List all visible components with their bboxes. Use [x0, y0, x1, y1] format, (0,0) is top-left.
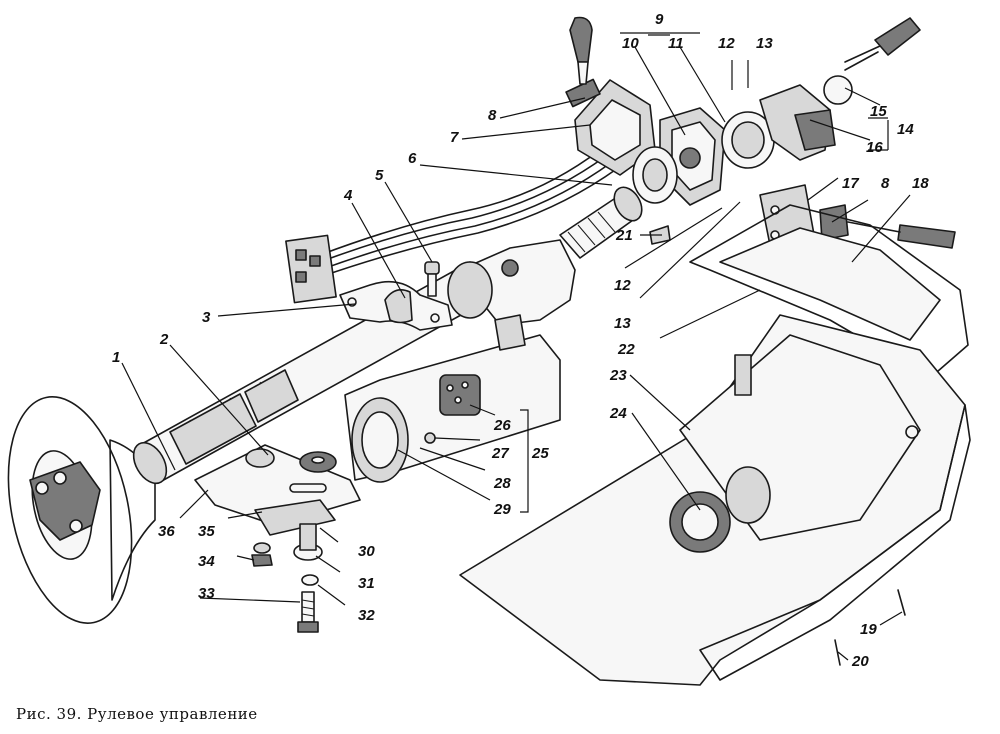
- callout-3: 3: [202, 309, 211, 326]
- steering-flange: [7, 396, 156, 624]
- steering-shaft: [559, 186, 643, 259]
- figure-caption: Рис. 39. Рулевое управление: [16, 705, 258, 723]
- callout-8-right: 8: [881, 175, 890, 192]
- brackets: [520, 32, 889, 513]
- switch-housing: [344, 334, 561, 483]
- callout-32: 32: [358, 607, 375, 624]
- ignition-switch-body: [632, 107, 726, 206]
- callout-15: 15: [870, 103, 887, 120]
- callout-6: 6: [408, 150, 417, 167]
- callout-5: 5: [375, 167, 384, 184]
- callout-22: 22: [617, 341, 635, 358]
- callout-2: 2: [159, 331, 169, 348]
- turn-signal-switch: [565, 16, 656, 176]
- leader-lines: [121, 34, 911, 661]
- reduction-gear: [447, 239, 576, 351]
- callout-34: 34: [198, 553, 215, 570]
- callout-18: 18: [912, 175, 929, 192]
- callout-labels: 1 2 3 4 5 6 7 8 9 10 11 12 13 14 15 16 1…: [112, 11, 929, 670]
- callout-10: 10: [622, 35, 639, 52]
- callout-16: 16: [866, 139, 883, 156]
- callout-8-top: 8: [488, 107, 497, 124]
- clamp-plate: [194, 444, 361, 536]
- callout-36: 36: [158, 523, 175, 540]
- upper-shroud: [689, 204, 969, 379]
- wiring-harness: [285, 149, 619, 304]
- callout-13-top: 13: [756, 35, 773, 52]
- callout-4: 4: [343, 187, 353, 204]
- lock-housing: [721, 17, 921, 169]
- callout-23: 23: [609, 367, 627, 384]
- callout-31: 31: [358, 575, 375, 592]
- callout-14: 14: [897, 121, 914, 138]
- bolt-5: [424, 261, 440, 297]
- callout-24: 24: [609, 405, 627, 422]
- callout-29: 29: [493, 501, 511, 518]
- callout-35: 35: [198, 523, 215, 540]
- callout-12-mid: 12: [614, 277, 631, 294]
- callout-25: 25: [531, 445, 549, 462]
- callout-12-top: 12: [718, 35, 735, 52]
- callout-26: 26: [493, 417, 511, 434]
- lower-shroud: [459, 314, 971, 686]
- callout-9: 9: [655, 11, 664, 28]
- callout-7: 7: [450, 129, 459, 146]
- callout-21: 21: [615, 227, 633, 244]
- fasteners: [251, 523, 906, 666]
- callout-13-mid: 13: [614, 315, 631, 332]
- callout-1: 1: [112, 349, 120, 366]
- callout-17: 17: [842, 175, 859, 192]
- callout-11: 11: [668, 35, 684, 52]
- callout-30: 30: [358, 543, 375, 560]
- callout-19: 19: [860, 621, 877, 638]
- callout-27: 27: [491, 445, 509, 462]
- column-bracket: [339, 280, 453, 331]
- callout-20: 20: [851, 653, 869, 670]
- callout-33: 33: [198, 585, 215, 602]
- callout-28: 28: [493, 475, 511, 492]
